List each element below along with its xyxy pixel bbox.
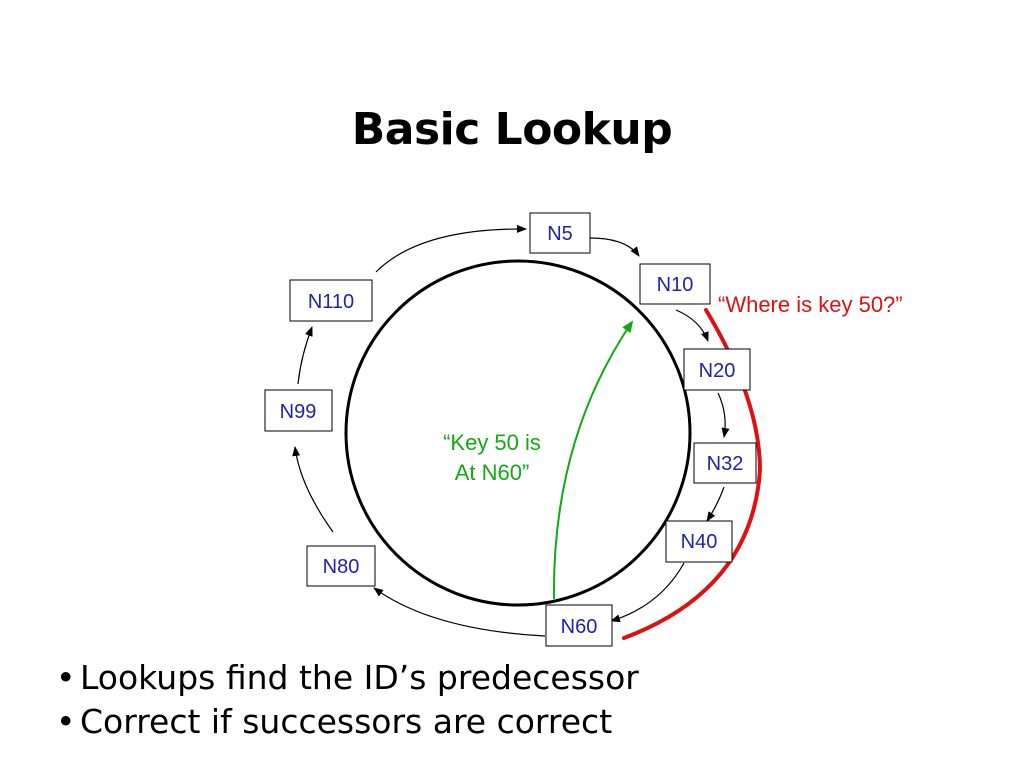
node-label: N5 [547,223,573,245]
node-n99: N99 [264,389,333,432]
bullet-list: •Lookups find the ID’s predecessor •Corr… [56,656,639,744]
node-n80: N80 [306,545,376,587]
node-label: N32 [707,453,744,475]
successor-arrow-n40-n60 [610,562,685,623]
identifier-ring [344,259,692,607]
successor-arrow-n60-n80 [373,587,546,637]
node-n60: N60 [545,604,613,647]
node-label: N20 [699,360,736,382]
successor-arrow-n110-n5 [375,224,527,273]
bullet-dot: • [56,702,76,741]
node-n5: N5 [529,212,591,254]
node-label: N99 [280,401,317,423]
node-label: N80 [323,556,360,578]
successor-arrow-n80-n99 [292,446,334,533]
bullet-text: Correct if successors are correct [80,702,613,741]
successor-arrow-n5-n10 [589,237,640,257]
query-label: “Where is key 50?” [718,292,903,317]
node-label: N10 [657,274,694,296]
node-n20: N20 [683,348,751,391]
bullet-text: Lookups find the ID’s predecessor [80,658,639,697]
node-label: N40 [681,531,718,553]
answer-label-line-2: At N60” [455,460,530,485]
successor-arrow-n99-n110 [297,326,313,385]
node-n40: N40 [665,520,733,563]
answer-label-line-1: “Key 50 is [443,430,541,455]
bullet-item: •Lookups find the ID’s predecessor [56,656,639,700]
bullet-dot: • [56,658,76,697]
answer-path [552,320,634,600]
node-label: N60 [561,616,598,638]
successor-arrow-n10-n20 [675,309,709,342]
successor-arrow-n20-n32 [717,392,730,438]
node-n110: N110 [289,279,373,322]
successor-arrow-n32-n40 [706,486,725,522]
bullet-item: •Correct if successors are correct [56,700,639,744]
node-n32: N32 [693,442,757,484]
node-label: N110 [308,291,354,313]
node-n10: N10 [639,263,711,305]
slide-title: Basic Lookup [351,104,673,155]
chord-ring-diagram: N5 N10 N20 N32 N40 N60 N80 N99 N110 “Whe… [264,212,903,647]
